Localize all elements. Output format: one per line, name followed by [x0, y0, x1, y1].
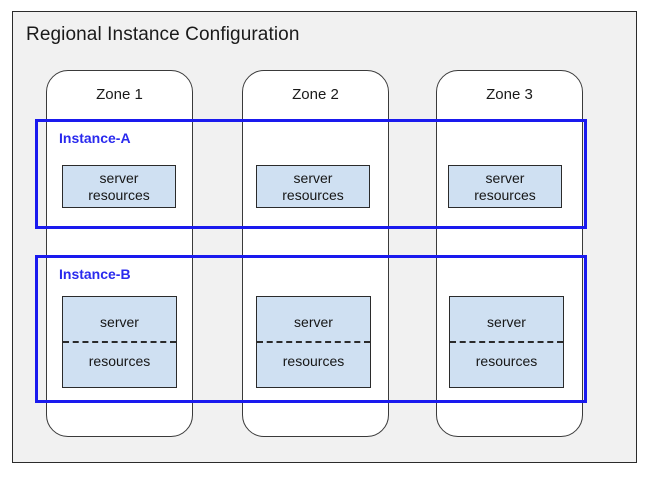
resource-line-2: resources — [88, 186, 150, 203]
split-divider-icon — [63, 341, 176, 343]
resource-line-2: resources — [475, 353, 538, 369]
zone-label-2: Zone 2 — [292, 86, 339, 103]
resource-line-2: resources — [282, 186, 344, 203]
resource-line-2: resources — [282, 353, 345, 369]
split-divider-icon — [450, 341, 563, 343]
instance-band-a: Instance-A — [35, 119, 587, 229]
instance-band-b: Instance-B — [35, 255, 587, 403]
resource-line-1: server — [294, 314, 333, 330]
resource-box-instance-b-zone-1: server resources — [62, 296, 177, 388]
resource-box-instance-a-zone-2: server resources — [256, 165, 370, 208]
resource-line-1: server — [485, 169, 525, 186]
page-title: Regional Instance Configuration — [26, 24, 300, 45]
zone-label-1: Zone 1 — [96, 86, 143, 103]
resource-box-instance-b-zone-2: server resources — [256, 296, 371, 388]
resource-line-1: server — [100, 314, 139, 330]
zone-label-3: Zone 3 — [486, 86, 533, 103]
resource-box-instance-b-zone-3: server resources — [449, 296, 564, 388]
resource-line-2: resources — [88, 353, 151, 369]
resource-box-instance-a-zone-1: server resources — [62, 165, 176, 208]
resource-line-1: server — [487, 314, 526, 330]
resource-line-1: server — [293, 169, 333, 186]
resource-box-instance-a-zone-3: server resources — [448, 165, 562, 208]
resource-line-2: resources — [474, 186, 536, 203]
resource-line-1: server — [99, 169, 139, 186]
instance-label-b: Instance-B — [59, 266, 131, 282]
split-divider-icon — [257, 341, 370, 343]
instance-label-a: Instance-A — [59, 130, 131, 146]
